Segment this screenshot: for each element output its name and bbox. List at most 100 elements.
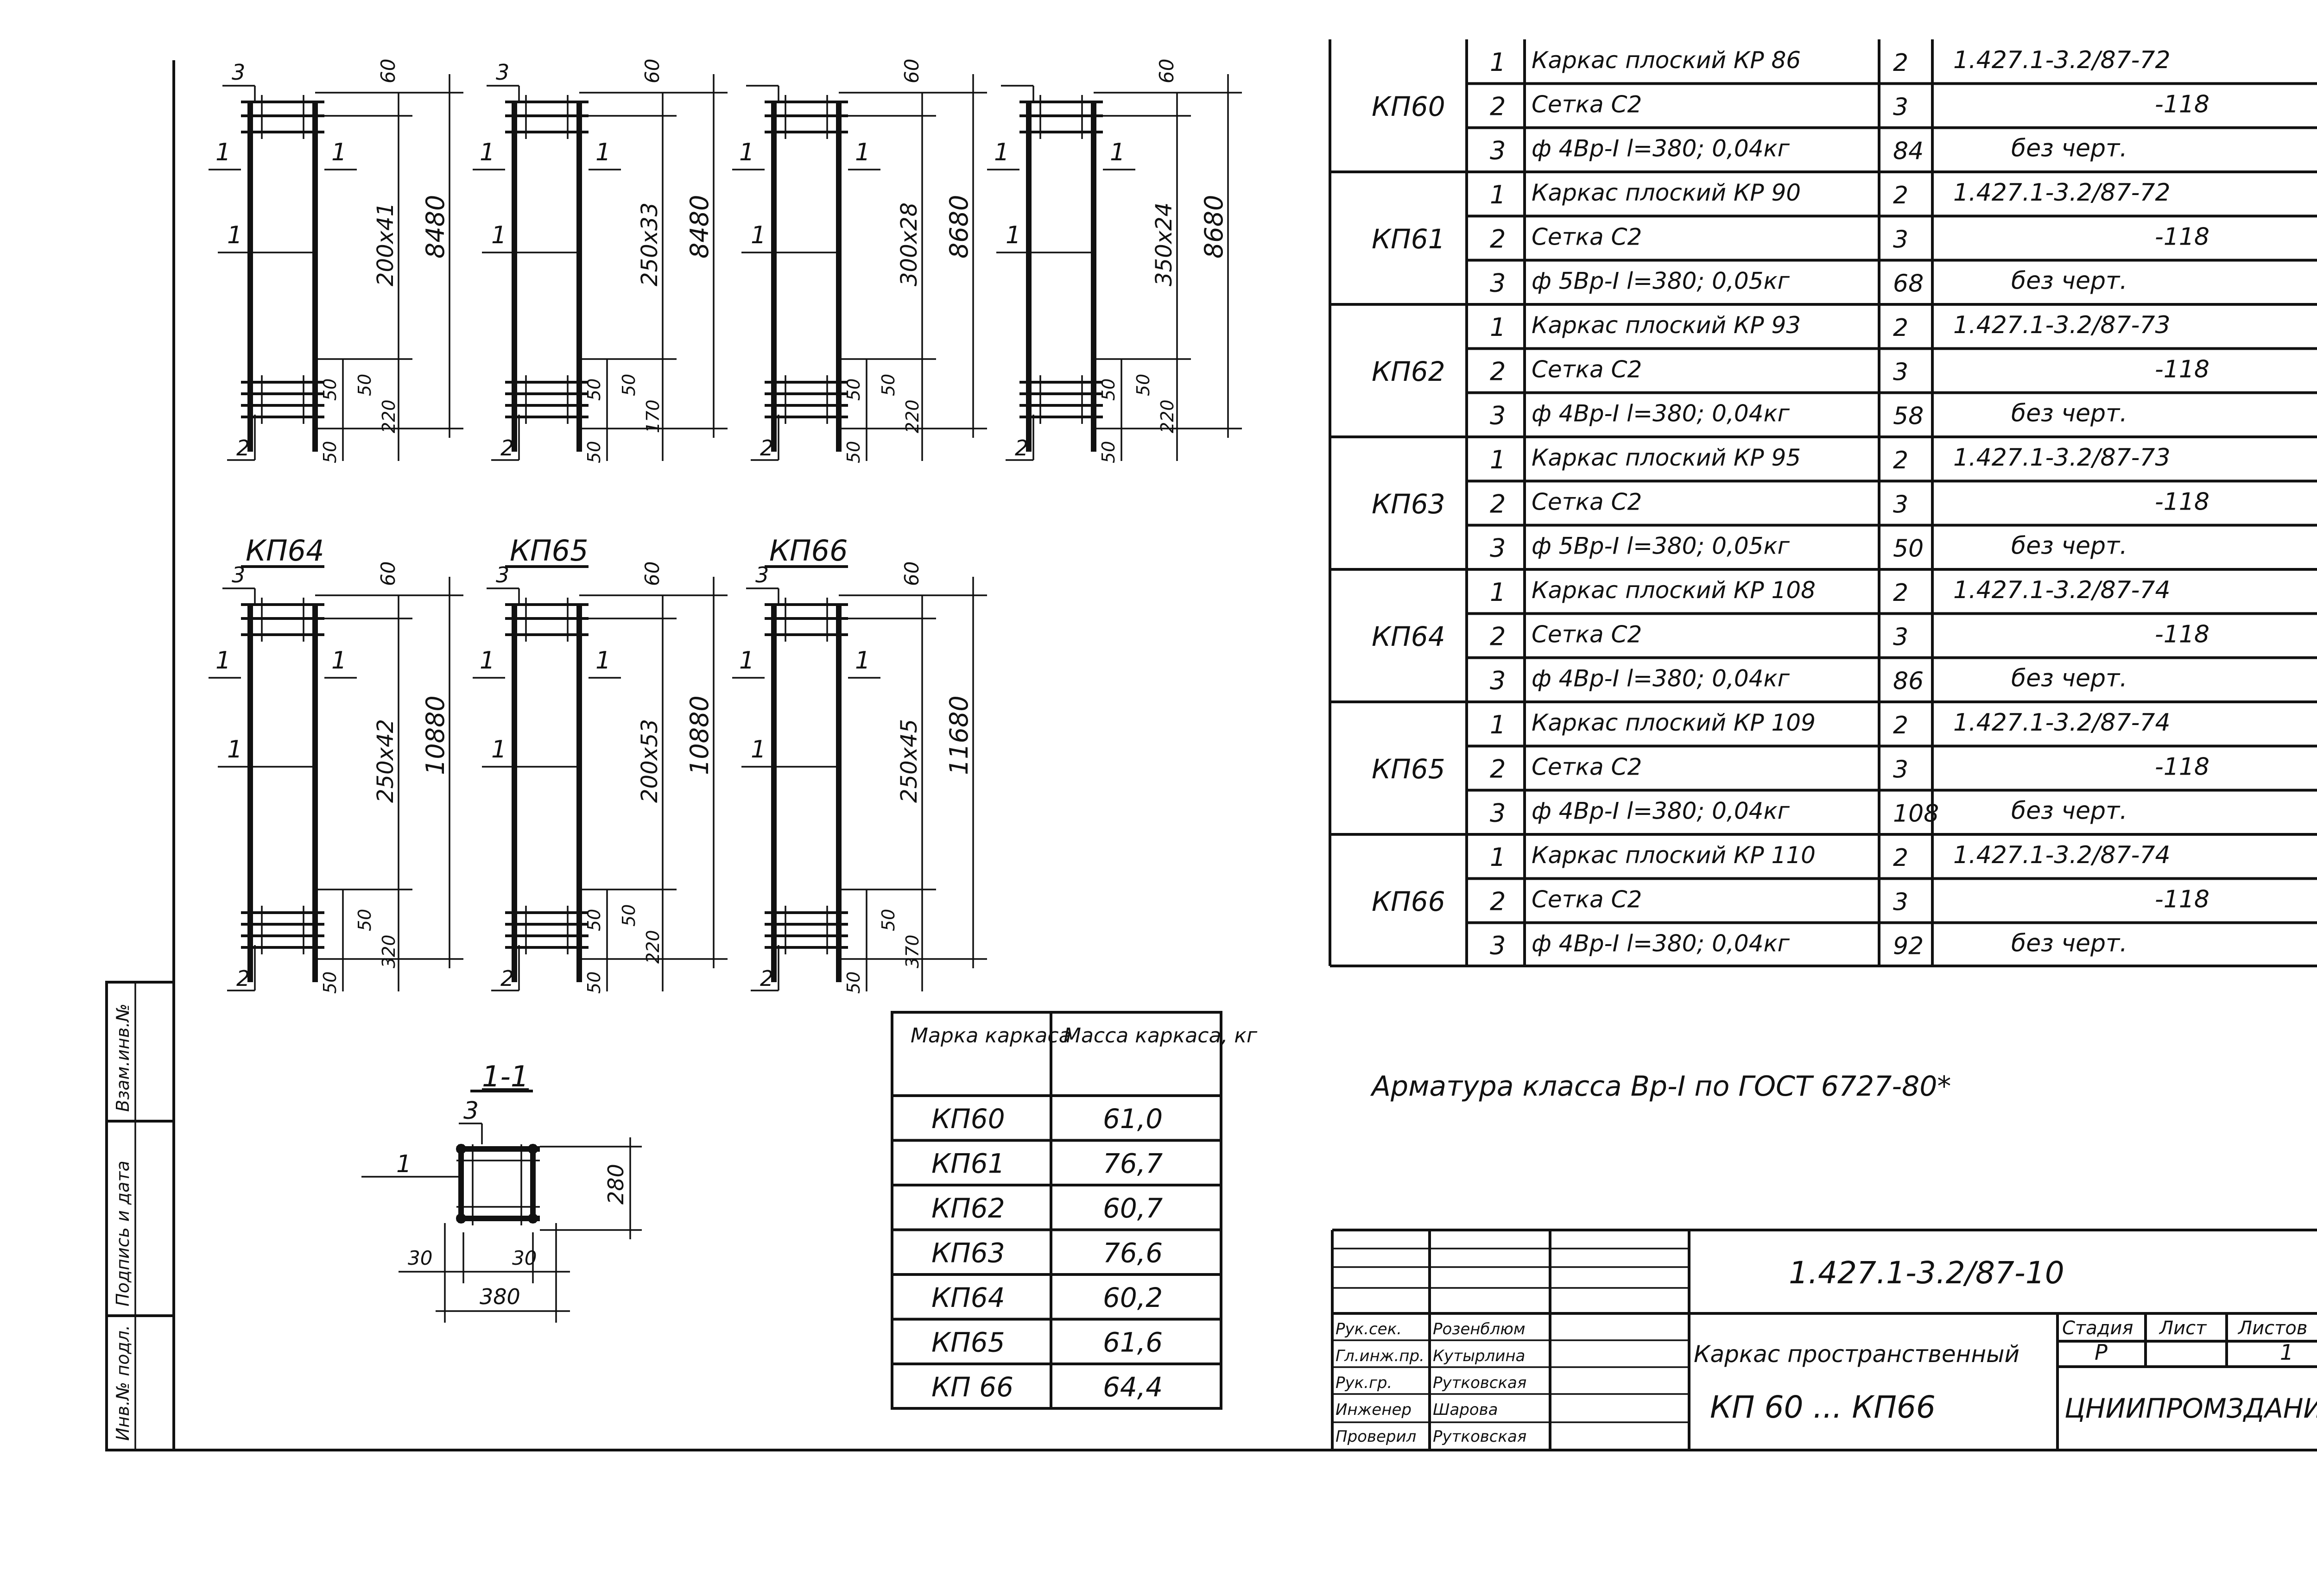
grid-dim: 250х45 [896, 719, 922, 803]
spec-qty: 3 [1893, 358, 1908, 386]
spec-doc: без черт. [2011, 532, 2127, 560]
bottom-dim: 50 [619, 374, 639, 396]
spec-pos: 3 [1490, 534, 1506, 563]
bottom-dim: 220 [902, 399, 923, 433]
signer-name: Розенблюм [1433, 1320, 1526, 1338]
doc-code: 1.427.1-3.2/87-10 [1789, 1255, 2064, 1291]
section-callout-3: 3 [463, 1097, 479, 1125]
mass-row-mark: КП63 [931, 1237, 1005, 1269]
top-dim: 60 [900, 59, 923, 83]
callout-1-left: 1 [994, 139, 1009, 166]
callout-2: 2 [760, 966, 773, 991]
mass-row-mark: КП 66 [931, 1371, 1013, 1403]
stage-value: Р [2095, 1340, 2108, 1365]
spec-mark: КП61 [1372, 223, 1445, 255]
top-dim: 60 [641, 561, 664, 586]
spec-doc: -118 [2155, 488, 2209, 516]
spec-pos: 2 [1490, 92, 1506, 121]
spec-doc: без черт. [2011, 797, 2127, 825]
mass-row-value: 76,7 [1103, 1148, 1163, 1180]
mass-row-mark: КП61 [931, 1148, 1005, 1180]
bottom-dim: 50 [1098, 378, 1119, 401]
spec-name: ф 5Вр-I l=380; 0,05кг [1532, 533, 1790, 560]
spec-mark: КП64 [1372, 621, 1445, 652]
base-dim: 50 [320, 971, 340, 994]
callout-1-mid: 1 [1006, 221, 1021, 249]
spec-doc: 1.427.1-3.2/87-73 [1953, 311, 2171, 339]
top-dim: 60 [377, 59, 399, 83]
signer-row: Рук.гр.Рутковская [1336, 1374, 1526, 1392]
grid-dim: 300х28 [896, 202, 922, 286]
signer-role: Инженер [1336, 1400, 1412, 1419]
callout-3: 3 [755, 562, 769, 587]
mass-header-mass: Масса каркаса, кг [1064, 1024, 1258, 1047]
spec-pos: 2 [1490, 224, 1506, 253]
callout-1-right: 1 [331, 139, 347, 166]
base-dim: 50 [843, 441, 864, 463]
spec-name: Каркас плоский КР 108 [1532, 577, 1816, 604]
spec-qty: 86 [1893, 668, 1924, 695]
top-dim: 60 [641, 59, 664, 83]
spec-pos: 3 [1490, 666, 1506, 695]
spec-name: Сетка С2 [1532, 753, 1642, 780]
spec-name: Сетка С2 [1532, 356, 1642, 383]
top-dim: 60 [900, 561, 923, 586]
title-block: 1.427.1-3.2/87-10 Рук.сек.РозенблюмГл.ин… [1331, 1229, 2317, 1450]
mass-row-value: 61,6 [1103, 1327, 1163, 1358]
spec-name: ф 5Вр-I l=380; 0,05кг [1532, 268, 1790, 295]
signer-role: Гл.инж.пр. [1336, 1347, 1424, 1365]
spec-pos: 2 [1490, 887, 1506, 916]
bottom-dim: 50 [584, 378, 604, 401]
section-width-dim: 380 [480, 1284, 520, 1309]
base-dim: 50 [320, 441, 340, 463]
callout-3: 3 [232, 60, 245, 85]
spec-doc: 1.427.1-3.2/87-72 [1953, 46, 2171, 74]
bottom-dim: 220 [379, 399, 399, 433]
spec-doc: без черт. [2011, 400, 2127, 428]
signer-name: Шарова [1433, 1400, 1498, 1419]
spec-qty: 84 [1893, 138, 1924, 165]
callout-1-left: 1 [215, 139, 231, 166]
spec-pos: 1 [1490, 313, 1506, 342]
callout-1-left: 1 [215, 647, 231, 675]
base-dim: 50 [843, 971, 864, 994]
elevation-label: КП66 [769, 534, 848, 568]
height-dim: 10880 [685, 695, 714, 775]
callout-3: 3 [496, 60, 509, 85]
spec-doc: без черт. [2011, 665, 2127, 693]
spec-pos: 3 [1490, 931, 1506, 960]
sheets-value: 1 [2280, 1340, 2293, 1365]
callout-2: 2 [500, 435, 514, 461]
spec-name: ф 4Вр-I l=380; 0,04кг [1532, 665, 1790, 692]
height-dim: 10880 [421, 695, 450, 775]
signer-row: Инженер Шарова [1336, 1400, 1498, 1419]
callout-2: 2 [760, 435, 773, 461]
height-dim: 8680 [944, 195, 974, 259]
spec-qty: 3 [1893, 93, 1908, 121]
spec-qty: 108 [1893, 800, 1939, 828]
spec-qty: 92 [1893, 933, 1924, 960]
mass-row-value: 60,2 [1103, 1282, 1163, 1313]
spec-qty: 2 [1893, 447, 1908, 474]
spec-name: Сетка С2 [1532, 621, 1642, 648]
spec-qty: 2 [1893, 182, 1908, 209]
callout-1-left: 1 [480, 647, 495, 675]
base-dim: 50 [584, 971, 604, 994]
spec-doc: без черт. [2011, 267, 2127, 295]
spec-pos: 2 [1490, 357, 1506, 386]
callout-3: 3 [232, 562, 245, 587]
callout-1-mid: 1 [491, 221, 506, 249]
mass-row-mark: КП60 [931, 1103, 1005, 1135]
bottom-dim: 50 [878, 909, 899, 931]
signer-name: Кутырлина [1433, 1347, 1525, 1365]
height-dim: 8480 [421, 195, 450, 259]
